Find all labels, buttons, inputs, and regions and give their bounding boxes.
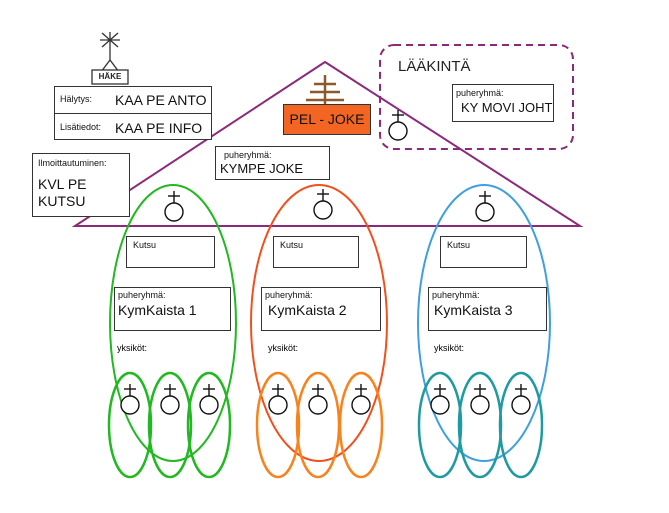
registration-panel: Ilmoittautuminen: KVL PE KUTSU [32, 153, 130, 217]
lead-label: PEL - JOKE [289, 111, 365, 127]
unit-3-3-terminal-icon [511, 384, 531, 415]
group-3-ellipse [417, 184, 551, 462]
tower-icon [306, 75, 344, 104]
unit-1-3-ellipse [186, 371, 232, 479]
group-3-talkgroup-value: KymKaista 3 [434, 302, 513, 318]
group-1-talkgroup-box: puheryhmä: KymKaista 1 [114, 287, 231, 331]
lead-box: PEL - JOKE [283, 104, 371, 135]
hake-label: HÄKE [98, 72, 122, 81]
group-1-kutsu-label: Kutsu [133, 240, 157, 250]
unit-2-3-terminal-icon [351, 384, 371, 415]
unit-3-3-ellipse [498, 371, 544, 479]
antenna-icon [91, 32, 129, 85]
medical-area [379, 44, 574, 150]
unit-2-2-terminal-icon [308, 384, 328, 415]
unit-1-2-terminal-icon [160, 384, 180, 415]
group-1-units-label: yksiköt: [117, 343, 148, 353]
registration-line-2: KUTSU [38, 193, 86, 209]
unit-1-3-terminal-icon [199, 384, 219, 415]
alert-info-panel: Hälytys: KAA PE ANTO Lisätiedot: KAA PE … [54, 86, 212, 140]
medical-terminal-icon [388, 110, 408, 141]
group-2-talkgroup-box: puheryhmä: KymKaista 2 [261, 287, 381, 331]
medical-talkgroup-panel: puheryhmä: KY MOVI JOHT [452, 84, 554, 122]
medical-talkgroup-label: puheryhmä: [456, 88, 504, 98]
halytys-value: KAA PE ANTO [115, 92, 207, 108]
main-talkgroup-panel: puheryhmä: KYMPE JOKE [215, 146, 330, 180]
main-talkgroup-label: puheryhmä: [224, 150, 272, 160]
group-3-units-label: yksiköt: [434, 343, 465, 353]
group-1-ellipse [109, 184, 237, 462]
roof-triangle [71, 60, 584, 227]
group-1-kutsu-box: Kutsu [126, 236, 215, 268]
medical-talkgroup-value: KY MOVI JOHT [461, 100, 553, 115]
lisatiedot-label: Lisätiedot: [60, 122, 102, 132]
halytys-label: Hälytys: [60, 94, 93, 104]
group-1-talkgroup-value: KymKaista 1 [118, 302, 197, 318]
group-3-kutsu-label: Kutsu [447, 240, 471, 250]
group-3-terminal-icon [475, 191, 495, 222]
group-1-talkgroup-label: puheryhmä: [118, 290, 166, 300]
unit-2-3-ellipse [338, 371, 384, 479]
unit-1-1-terminal-icon [120, 384, 140, 415]
unit-1-2-ellipse [147, 371, 193, 479]
group-2-talkgroup-label: puheryhmä: [265, 290, 313, 300]
registration-label: Ilmoittautuminen: [38, 158, 107, 168]
group-2-ellipse [250, 184, 388, 462]
group-2-terminal-icon [313, 189, 333, 220]
medical-title: LÄÄKINTÄ [398, 58, 471, 75]
unit-2-1-ellipse [255, 371, 301, 479]
group-3-kutsu-box: Kutsu [440, 236, 527, 268]
unit-3-2-terminal-icon [470, 384, 490, 415]
registration-line-1: KVL PE [38, 176, 87, 192]
unit-3-1-terminal-icon [430, 384, 450, 415]
group-2-talkgroup-value: KymKaista 2 [268, 302, 347, 318]
unit-1-1-ellipse [107, 371, 153, 479]
group-2-kutsu-box: Kutsu [273, 236, 359, 268]
group-3-talkgroup-label: puheryhmä: [432, 290, 480, 300]
unit-3-1-ellipse [417, 371, 463, 479]
group-1-terminal-icon [164, 191, 184, 222]
main-talkgroup-value: KYMPE JOKE [220, 161, 304, 176]
group-2-units-label: yksiköt: [268, 343, 299, 353]
unit-2-1-terminal-icon [268, 384, 288, 415]
group-2-kutsu-label: Kutsu [280, 240, 304, 250]
lisatiedot-value: KAA PE INFO [115, 120, 203, 136]
group-3-talkgroup-box: puheryhmä: KymKaista 3 [428, 287, 547, 331]
